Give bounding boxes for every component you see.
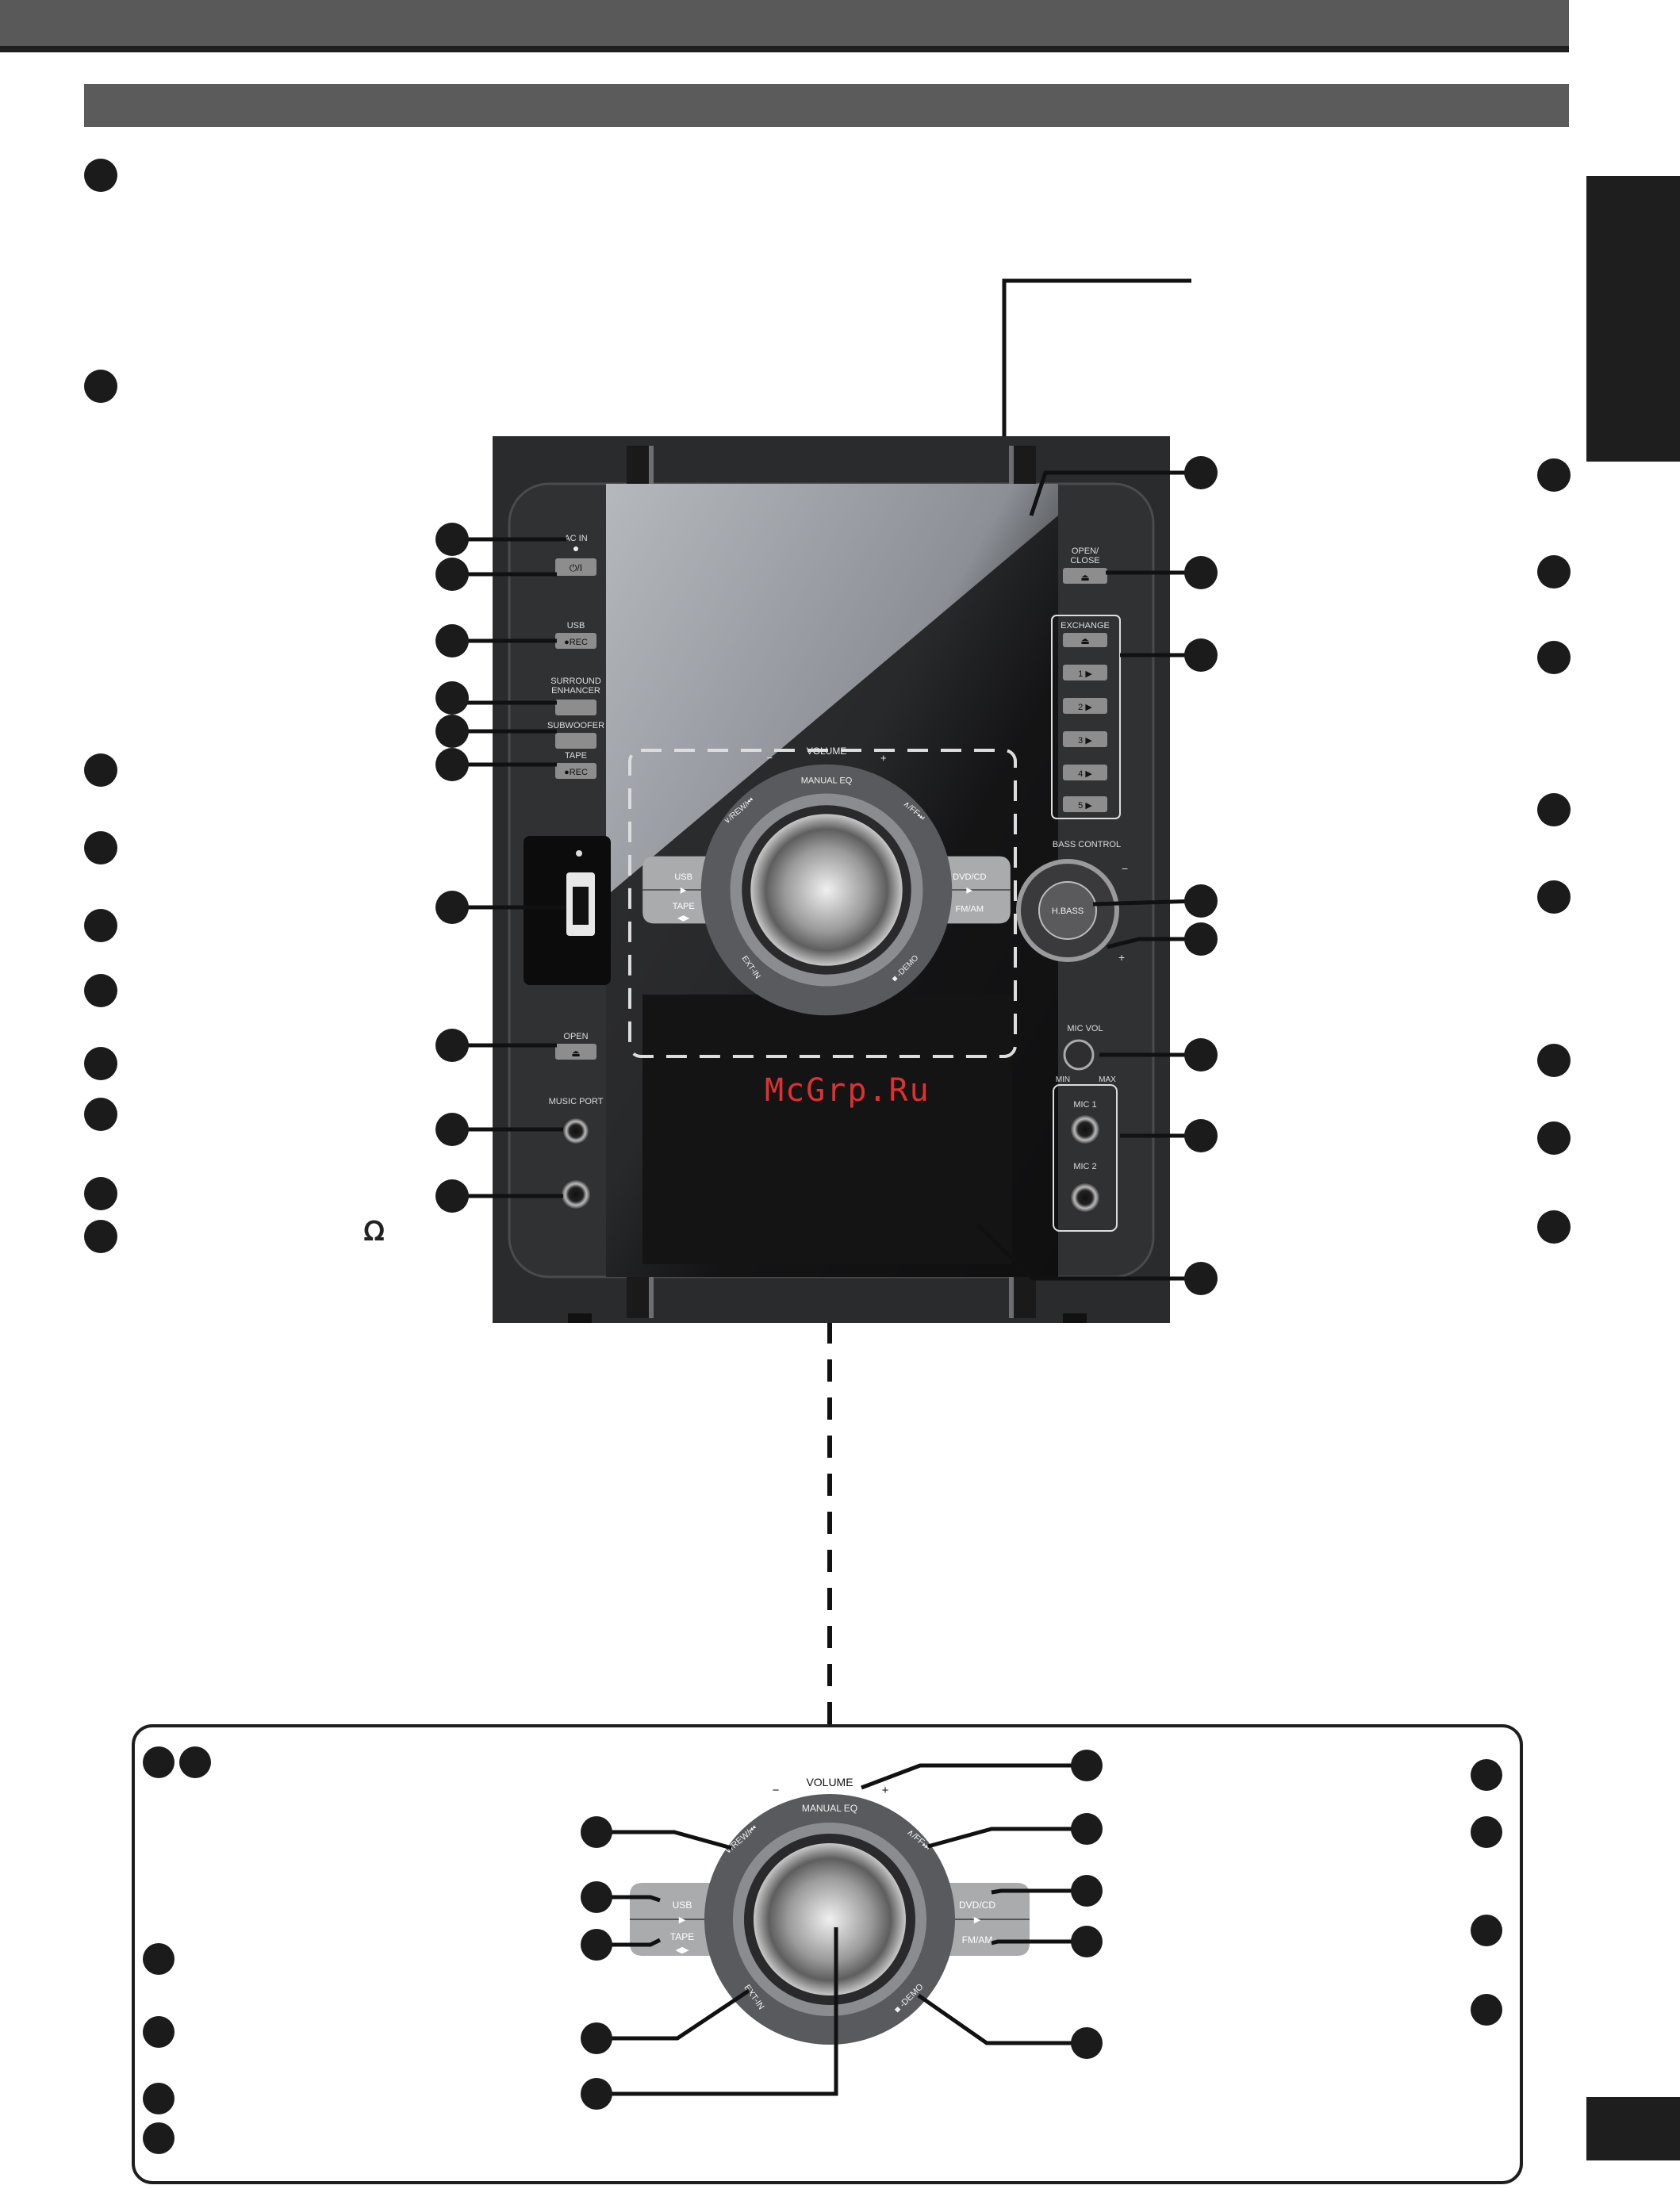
power-button[interactable]: ⏻/I xyxy=(570,562,582,573)
detail-volume-knob[interactable] xyxy=(754,1843,906,1995)
side-index-tab xyxy=(1586,176,1680,462)
open-close-label-1: OPEN/ xyxy=(1072,546,1099,556)
header-bar xyxy=(0,0,1569,52)
detail-dvd-play: ▶ xyxy=(974,1915,981,1925)
surround-label-1: SURROUND xyxy=(550,677,601,686)
detail-usb-play: ▶ xyxy=(679,1915,686,1925)
detail-fm-am-button[interactable]: FM/AM xyxy=(962,1934,993,1946)
detail-dvd-cd-button[interactable]: DVD/CD xyxy=(959,1900,995,1911)
ac-in-label: AC IN xyxy=(564,534,587,543)
usb-play-label: ▶ xyxy=(681,887,687,895)
item-marker xyxy=(84,974,117,1007)
music-port-label: MUSIC PORT xyxy=(549,1097,604,1106)
fm-am-button[interactable]: FM/AM xyxy=(956,905,984,914)
item-marker xyxy=(84,753,117,787)
exchange-button[interactable]: ⏏ xyxy=(1080,635,1089,646)
page-number-tab xyxy=(1586,2097,1680,2160)
mic-min-label: MIN xyxy=(1056,1075,1070,1084)
hbass-button[interactable] xyxy=(1038,881,1097,940)
item-marker xyxy=(1537,880,1571,914)
usb-source-button[interactable]: USB xyxy=(674,872,692,882)
mic-vol-label: MIC VOL xyxy=(1067,1024,1103,1033)
volume-minus: − xyxy=(766,752,773,764)
item-marker xyxy=(84,1098,117,1131)
disc-2-button[interactable]: 2 ▶ xyxy=(1078,703,1092,712)
open-label: OPEN xyxy=(563,1032,588,1041)
tape-play-label: ◀▶ xyxy=(677,914,690,923)
mic1-jack[interactable] xyxy=(1071,1115,1099,1144)
item-marker xyxy=(84,1047,117,1080)
exchange-label: EXCHANGE xyxy=(1061,621,1110,631)
item-marker xyxy=(84,831,117,864)
open-close-button[interactable]: ⏏ xyxy=(1080,572,1089,583)
open-close-label-2: CLOSE xyxy=(1070,556,1099,565)
usb-rec-label: USB xyxy=(567,621,585,631)
bass-minus-label: − xyxy=(1122,862,1128,875)
detail-tape-button[interactable]: TAPE xyxy=(670,1931,694,1942)
bass-plus-label: + xyxy=(1118,951,1125,964)
subwoofer-button[interactable] xyxy=(555,733,596,749)
mic2-label: MIC 2 xyxy=(1073,1162,1096,1171)
mic-vol-knob[interactable] xyxy=(1063,1039,1095,1071)
mic-max-label: MAX xyxy=(1099,1075,1116,1084)
volume-plus: + xyxy=(880,752,887,764)
dial-detail-box xyxy=(132,1724,1523,2184)
dvd-cd-button[interactable]: DVD/CD xyxy=(953,872,986,882)
detail-tape-play: ◀▶ xyxy=(676,1946,689,1955)
music-port-jack[interactable] xyxy=(563,1118,589,1144)
disc-3-button[interactable]: 3 ▶ xyxy=(1078,736,1092,746)
volume-knob[interactable] xyxy=(750,814,903,966)
tape-rec-button[interactable]: ●REC xyxy=(564,768,588,777)
item-marker xyxy=(1537,1121,1571,1155)
item-marker xyxy=(1537,1044,1571,1077)
item-marker xyxy=(84,370,117,403)
headphones-jack[interactable] xyxy=(562,1180,590,1209)
usb-rec-button[interactable]: ●REC xyxy=(564,638,588,647)
item-marker xyxy=(84,1220,117,1253)
tape-rec-label: TAPE xyxy=(565,751,587,761)
tape-source-button[interactable]: TAPE xyxy=(673,902,695,911)
disc-5-button[interactable]: 5 ▶ xyxy=(1078,801,1092,811)
headphones-icon: 𝛀 xyxy=(363,1217,385,1247)
disc-1-button[interactable]: 1 ▶ xyxy=(1078,669,1092,679)
section-heading-bar xyxy=(84,84,1569,127)
disc-4-button[interactable]: 4 ▶ xyxy=(1078,769,1092,779)
item-marker xyxy=(1537,555,1571,588)
watermark: McGrp.Ru xyxy=(765,1072,930,1109)
item-marker xyxy=(84,1177,117,1210)
detail-volume-minus: − xyxy=(773,1784,780,1797)
detail-usb-button[interactable]: USB xyxy=(673,1900,692,1911)
detail-volume-label: VOLUME xyxy=(806,1776,853,1788)
mic2-jack[interactable] xyxy=(1071,1183,1099,1212)
detail-volume-plus: + xyxy=(882,1784,889,1797)
mic1-label: MIC 1 xyxy=(1073,1100,1096,1110)
item-marker xyxy=(1537,458,1571,492)
item-marker xyxy=(1537,641,1571,674)
surround-enhancer-button[interactable] xyxy=(555,700,596,715)
subwoofer-label: SUBWOOFER xyxy=(547,721,604,730)
tape-open-button[interactable]: ⏏ xyxy=(571,1048,580,1059)
item-marker xyxy=(1537,1210,1571,1244)
surround-label-2: ENHANCER xyxy=(551,686,600,696)
dvd-play-label: ▶ xyxy=(966,887,972,895)
item-marker xyxy=(84,909,117,942)
front-panel-illustration: AC IN ⏻/I USB ●REC SURROUND ENHANCER SUB… xyxy=(492,436,1171,1323)
bass-control-label: BASS CONTROL xyxy=(1053,840,1121,849)
hbass-label: H.BASS xyxy=(1052,907,1084,916)
item-marker xyxy=(1537,793,1571,826)
detail-manual-eq-button[interactable]: MANUAL EQ xyxy=(802,1803,857,1814)
manual-eq-button[interactable]: MANUAL EQ xyxy=(801,776,853,786)
item-marker xyxy=(84,159,117,192)
